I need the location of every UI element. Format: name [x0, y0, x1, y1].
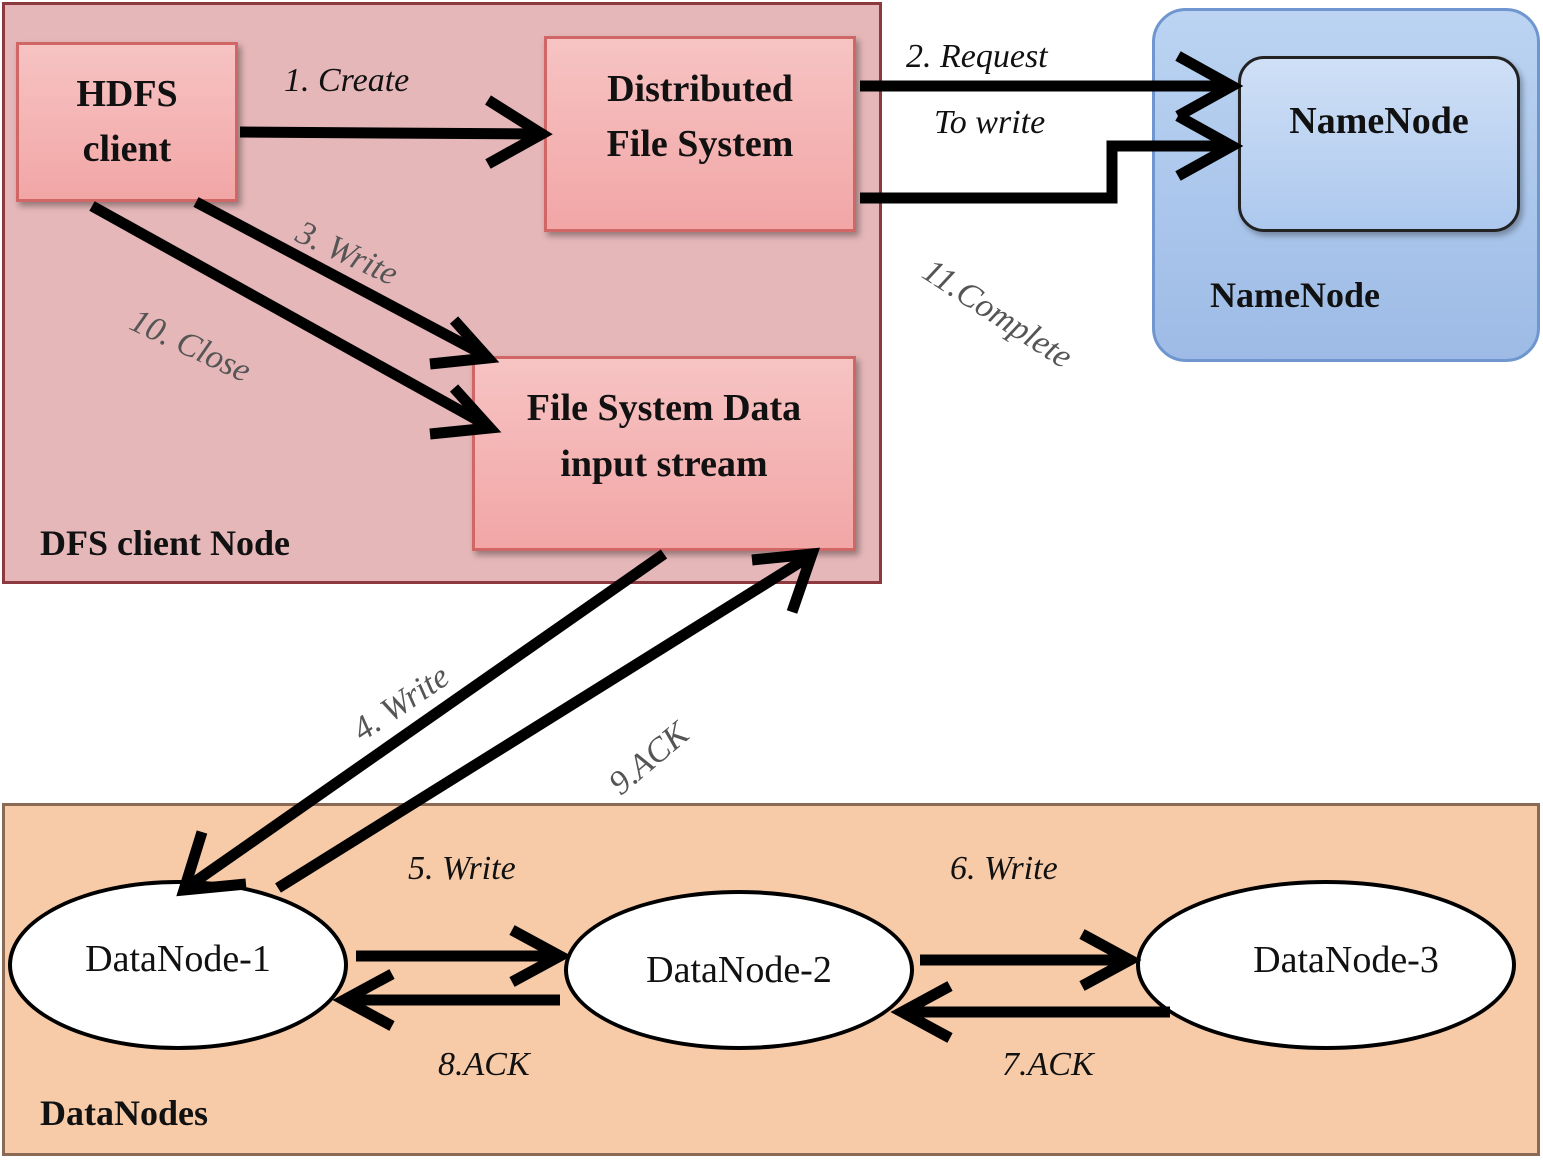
distributed-file-system-box: Distributed File System: [544, 36, 856, 232]
label-ack-7: 7.ACK: [1002, 1046, 1094, 1083]
datanode-1-label: DataNode-1: [85, 938, 271, 980]
hdfs-client-box: HDFS client: [16, 42, 238, 202]
fsdata-line2: input stream: [560, 442, 768, 485]
arrow-ack-9: [275, 551, 813, 893]
arrow-create-head: [485, 95, 553, 169]
datanode-3-label: DataNode-3: [1253, 939, 1439, 981]
datanodes-label: DataNodes: [40, 1093, 208, 1133]
namenode-box: NameNode: [1238, 56, 1520, 232]
arrow-request-head: [1175, 51, 1244, 121]
arrow-write-5-head: [509, 925, 572, 987]
arrow-complete: [860, 140, 1230, 204]
arrow-complete-head: [1175, 111, 1244, 181]
fsdata-line1: File System Data: [526, 387, 802, 430]
datanode-3: DataNode-3: [1136, 880, 1516, 1050]
dfs-line1: Distributed: [607, 67, 793, 110]
arrow-close: [89, 201, 491, 431]
arrow-write-3: [193, 197, 489, 361]
arrow-create: [239, 126, 541, 140]
label-write-6: 6. Write: [950, 850, 1058, 887]
datanode-2: DataNode-2: [564, 890, 914, 1050]
datanode-2-label: DataNode-2: [646, 949, 832, 991]
arrow-write-4: [182, 549, 668, 893]
label-request: 2. Request: [906, 38, 1048, 75]
arrow-ack-7-head: [890, 981, 953, 1043]
label-write-5: 5. Write: [408, 850, 516, 887]
fs-data-input-stream-box: File System Data input stream: [472, 356, 856, 551]
hdfs-client-line1: HDFS: [76, 72, 178, 115]
arrow-write-3-head: [429, 316, 500, 370]
arrow-close-head: [429, 384, 502, 440]
hdfs-client-line2: client: [82, 128, 172, 170]
arrow-ack-9-head: [751, 547, 820, 614]
datanode-1: DataNode-1: [8, 880, 348, 1050]
namenode-box-label: NameNode: [1289, 100, 1469, 142]
dfs-client-node-label: DFS client Node: [40, 523, 290, 563]
namenode-group-label: NameNode: [1210, 275, 1380, 315]
arrow-write-6-head: [1079, 929, 1142, 991]
label-create: 1. Create: [284, 62, 410, 99]
label-to-write: To write: [934, 104, 1046, 141]
dfs-line2: File System: [606, 123, 794, 165]
arrow-write-4-head: [176, 830, 247, 897]
label-ack-8: 8.ACK: [438, 1046, 530, 1083]
arrow-ack-8-head: [332, 969, 395, 1031]
